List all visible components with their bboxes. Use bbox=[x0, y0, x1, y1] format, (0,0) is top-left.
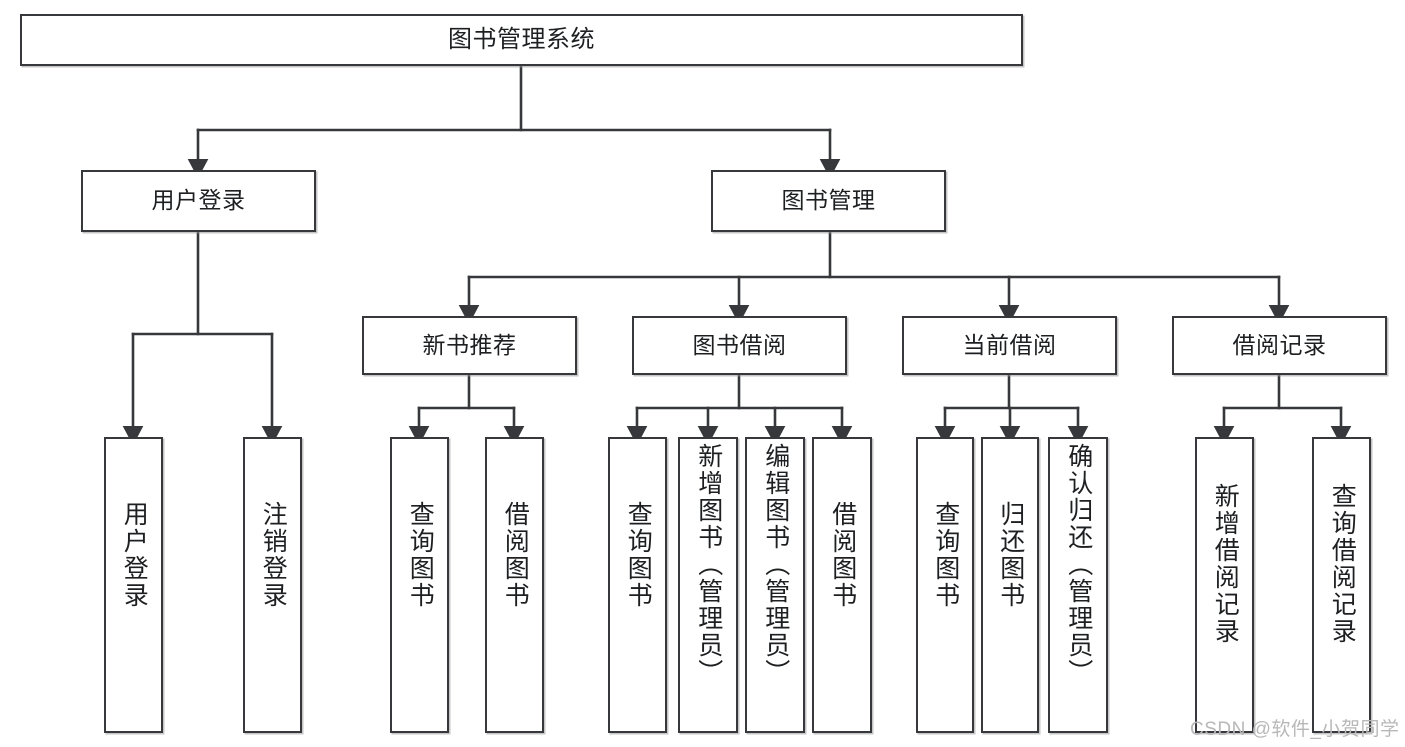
node-label: 用户登录 bbox=[120, 501, 149, 609]
node-label: 当前借阅 bbox=[962, 331, 1057, 358]
leaf-recommend-query-book[interactable]: 查询图书 bbox=[390, 437, 449, 733]
leaf-borrow-borrow-book[interactable]: 借阅图书 bbox=[812, 437, 872, 733]
node-label: 新增借阅记录 bbox=[1211, 483, 1240, 645]
leaf-current-confirm-return-admin[interactable]: 确认归还（管理员） bbox=[1048, 437, 1108, 733]
node-label: 借阅记录 bbox=[1232, 331, 1327, 358]
node-label: 图书借阅 bbox=[692, 331, 787, 358]
leaf-user-login[interactable]: 用户登录 bbox=[104, 437, 163, 733]
node-label: 查询图书 bbox=[624, 501, 653, 609]
leaf-borrow-add-book-admin[interactable]: 新增图书（管理员） bbox=[678, 437, 738, 733]
csdn-watermark: CSDN @软件_小贺同学 bbox=[1190, 719, 1400, 740]
node-label: 图书管理 bbox=[781, 187, 876, 214]
leaf-record-query-borrow-record[interactable]: 查询借阅记录 bbox=[1312, 437, 1371, 733]
node-root-system[interactable]: 图书管理系统 bbox=[20, 14, 1023, 66]
node-label: 新书推荐 bbox=[422, 331, 517, 358]
leaf-record-add-borrow-record[interactable]: 新增借阅记录 bbox=[1195, 437, 1254, 733]
node-label: 确认归还（管理员） bbox=[1064, 443, 1093, 686]
node-label: 新增图书（管理员） bbox=[694, 443, 723, 686]
node-label: 归还图书 bbox=[996, 501, 1025, 609]
node-user-login[interactable]: 用户登录 bbox=[81, 170, 316, 232]
node-label: 查询图书 bbox=[406, 501, 435, 609]
node-new-book-recommend[interactable]: 新书推荐 bbox=[362, 316, 577, 375]
node-label: 注销登录 bbox=[259, 501, 288, 609]
node-current-borrow[interactable]: 当前借阅 bbox=[902, 316, 1117, 375]
node-label: 查询借阅记录 bbox=[1328, 483, 1357, 645]
node-label: 借阅图书 bbox=[828, 501, 857, 609]
node-borrow-record[interactable]: 借阅记录 bbox=[1172, 316, 1387, 375]
leaf-borrow-query-book[interactable]: 查询图书 bbox=[608, 437, 667, 733]
node-label: 借阅图书 bbox=[501, 501, 530, 609]
leaf-current-return-book[interactable]: 归还图书 bbox=[981, 437, 1039, 733]
leaf-recommend-borrow-book[interactable]: 借阅图书 bbox=[485, 437, 544, 733]
leaf-borrow-edit-book-admin[interactable]: 编辑图书（管理员） bbox=[745, 437, 805, 733]
leaf-current-query-book[interactable]: 查询图书 bbox=[916, 437, 974, 733]
node-label: 图书管理系统 bbox=[448, 25, 595, 53]
node-book-management[interactable]: 图书管理 bbox=[711, 170, 946, 232]
node-book-borrow[interactable]: 图书借阅 bbox=[632, 316, 847, 375]
leaf-user-logout[interactable]: 注销登录 bbox=[243, 437, 302, 733]
node-label: 查询图书 bbox=[931, 501, 960, 609]
node-label: 用户登录 bbox=[151, 187, 246, 214]
node-label: 编辑图书（管理员） bbox=[761, 443, 790, 686]
